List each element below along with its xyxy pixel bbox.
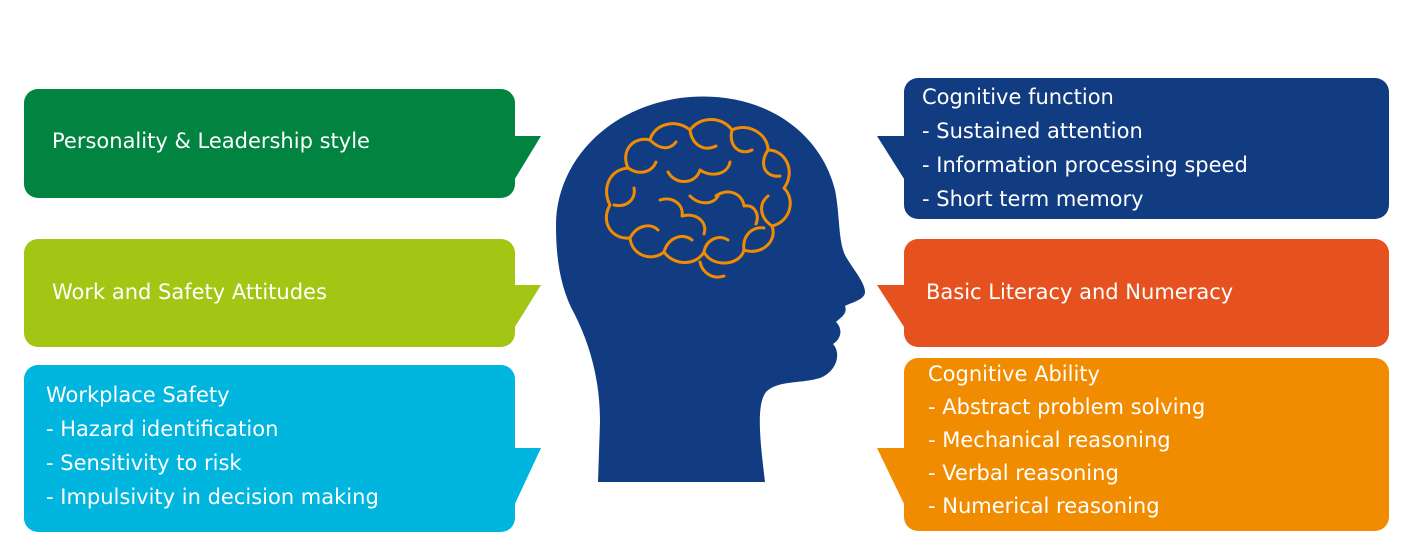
bubble-line: - Mechanical reasoning (928, 428, 1171, 452)
bubble-line: Work and Safety Attitudes (52, 280, 327, 304)
cognitive-function-bubble: Cognitive function - Sustained attention… (904, 78, 1389, 219)
bubble-tail (877, 136, 906, 182)
bubble-line: - Short term memory (922, 187, 1144, 211)
personality-leadership-bubble: Personality & Leadership style (24, 89, 515, 198)
bubble-line: - Information processing speed (922, 153, 1248, 177)
bubble-tail (513, 136, 541, 182)
cognitive-ability-bubble: Cognitive Ability - Abstract problem sol… (904, 358, 1389, 531)
bubble-line: - Abstract problem solving (928, 395, 1206, 419)
bubble-title: Workplace Safety (46, 383, 230, 407)
bubble-tail (877, 448, 906, 508)
bubble-line: - Numerical reasoning (928, 494, 1160, 518)
workplace-safety-bubble: Workplace Safety - Hazard identification… (24, 365, 515, 532)
bubble-title: Cognitive function (922, 85, 1114, 109)
bubble-tail (877, 285, 906, 330)
head-shape (556, 96, 865, 483)
bubble-line: Basic Literacy and Numeracy (926, 280, 1234, 304)
bubble-tail (513, 285, 541, 330)
bubble-tail (513, 448, 541, 508)
bubble-title: Cognitive Ability (928, 362, 1100, 386)
bubble-line: - Impulsivity in decision making (46, 485, 379, 509)
bubble-line: - Sensitivity to risk (46, 451, 242, 475)
bubble-line: - Hazard identification (46, 417, 279, 441)
bubble-line: - Sustained attention (922, 119, 1143, 143)
bubble-line: - Verbal reasoning (928, 461, 1119, 485)
brain-icon (604, 118, 792, 279)
bubble-line: Personality & Leadership style (52, 129, 370, 153)
work-safety-attitudes-bubble: Work and Safety Attitudes (24, 239, 515, 347)
literacy-numeracy-bubble: Basic Literacy and Numeracy (904, 239, 1389, 347)
